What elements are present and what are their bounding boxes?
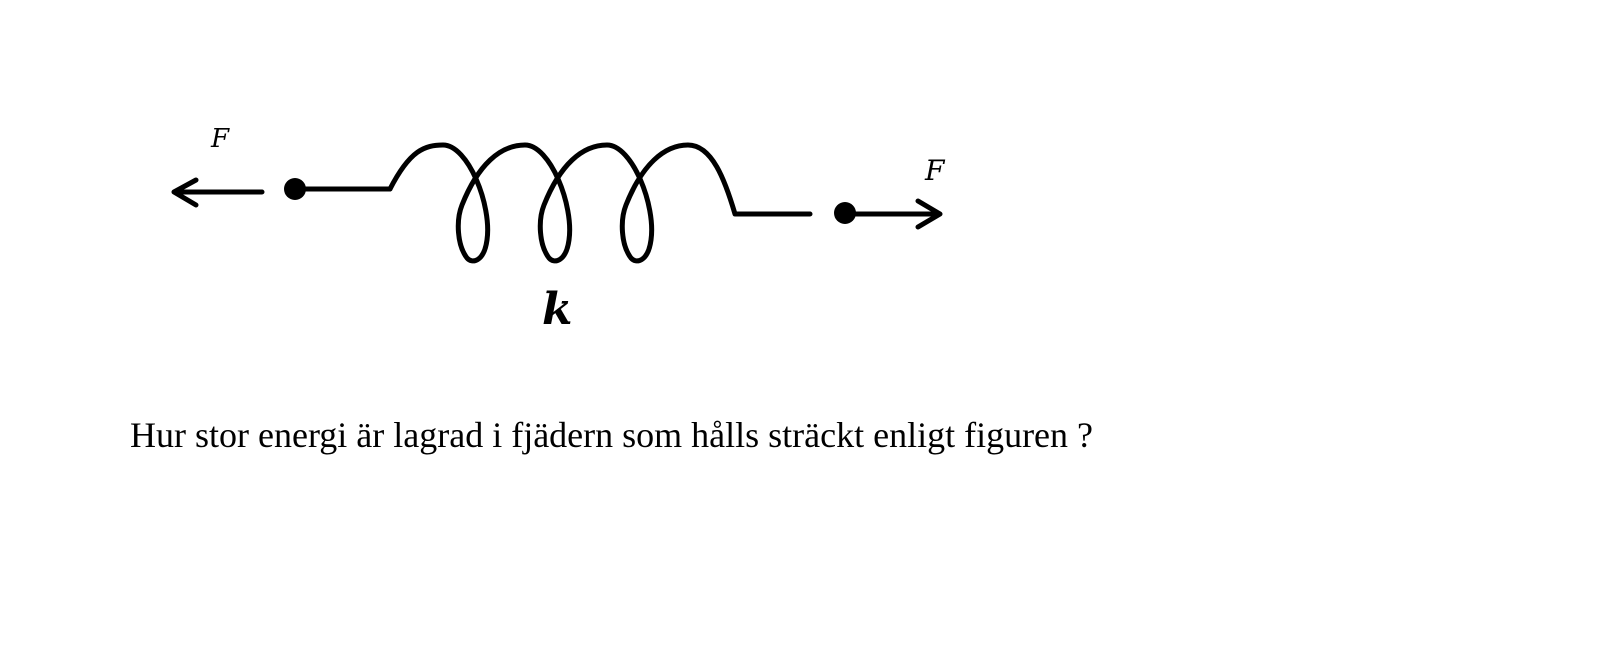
right-endpoint-dot <box>834 202 856 224</box>
force-left-label: F <box>211 124 230 154</box>
left-force-arrow <box>171 177 265 208</box>
question-text: Hur stor energi är lagrad i fjädern som … <box>130 415 1094 455</box>
spring-constant-label: k <box>542 284 573 335</box>
right-force-arrow <box>852 198 943 230</box>
spring-coil <box>387 142 813 264</box>
left-endpoint-dot <box>284 178 306 200</box>
force-right-label: F <box>925 154 945 187</box>
